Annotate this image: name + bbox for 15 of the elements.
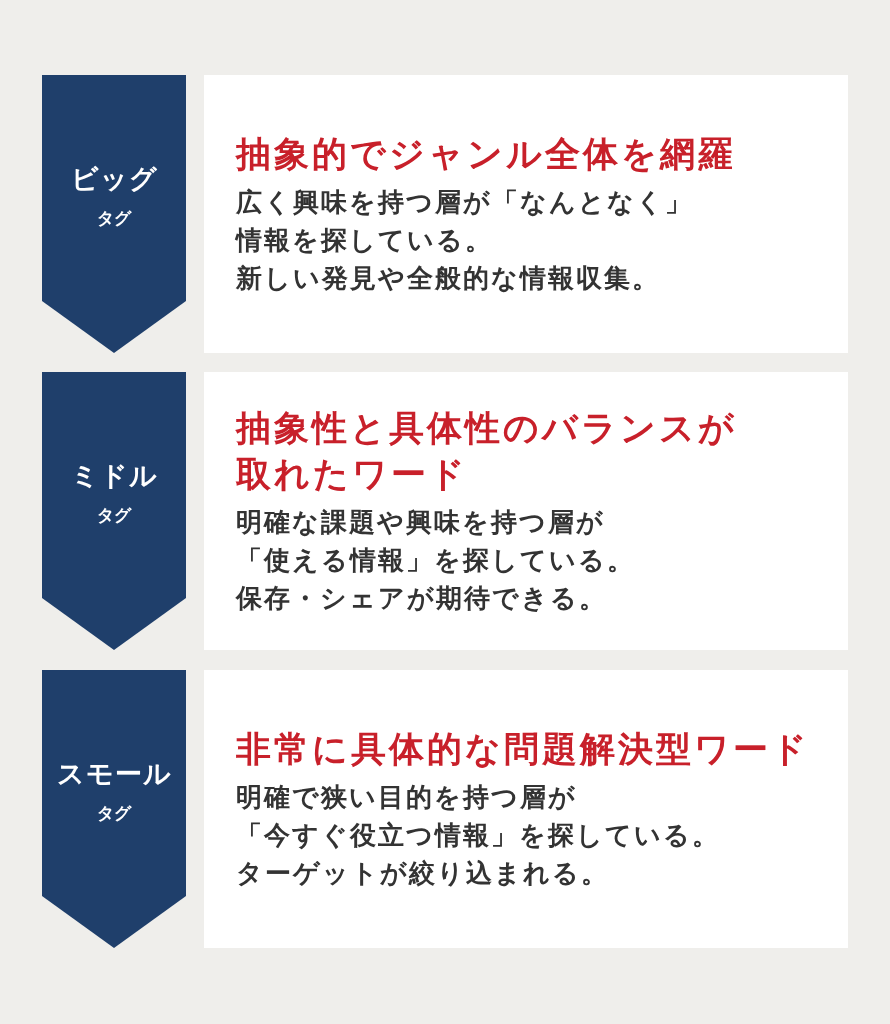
tag-name: スモール xyxy=(56,756,172,791)
card-heading: 抽象的でジャンル全体を網羅 xyxy=(236,133,737,176)
description-text: ターゲットが絞り込まれる。 xyxy=(236,857,610,890)
description-text: 新しい発見や全般的な情報収集。 xyxy=(236,262,661,295)
tag-name: ミドル xyxy=(70,458,158,493)
tag-label: タグ xyxy=(97,503,131,527)
card-heading: 抽象性と具体性のバランスが取れたワード xyxy=(236,407,738,496)
description-text: 明確な課題や興味を持つ層が「使える情報」を探している。 xyxy=(236,506,636,577)
tag-label: タグ xyxy=(97,206,131,230)
tag-name: ビッグ xyxy=(70,161,158,196)
description-text: 保存・シェアが期待できる。 xyxy=(236,582,608,615)
tag-label: タグ xyxy=(97,801,131,825)
description-text: 広く興味を持つ層が「なんとなく」情報を探している。 xyxy=(236,186,694,257)
card-heading: 非常に具体的な問題解決型ワード xyxy=(236,728,811,771)
description-text: 明確で狭い目的を持つ層が「今すぐ役立つ情報」を探している。 xyxy=(236,781,721,852)
